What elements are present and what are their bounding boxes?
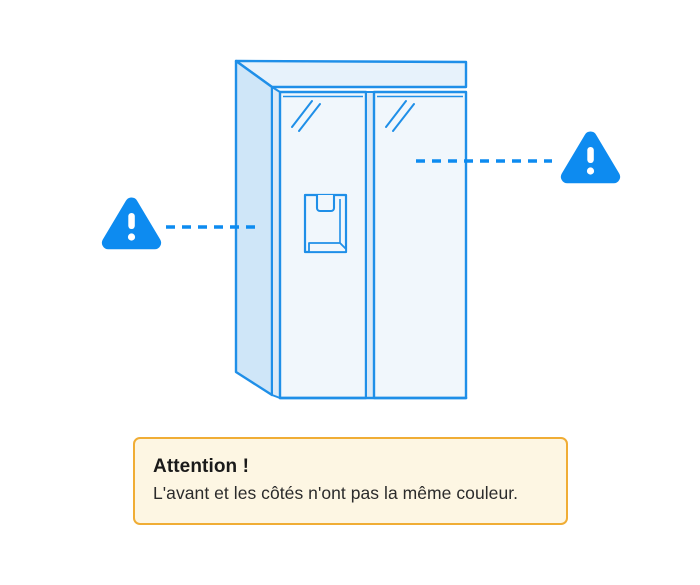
callout-message: L'avant et les côtés n'ont pas la même c…	[153, 482, 519, 503]
left-warning-triangle-icon[interactable]	[101, 197, 162, 250]
right-door-gloss-highlight	[385, 100, 415, 132]
water-dispenser	[303, 193, 348, 254]
warning-exclamation-dot	[586, 167, 595, 175]
dispenser-nozzle	[315, 195, 336, 213]
warning-exclamation-dot	[127, 233, 136, 241]
warning-exclamation-stem	[128, 213, 135, 229]
left-door-gloss-highlight	[291, 100, 321, 132]
dispenser-drip-tray	[308, 242, 347, 253]
fridge-top-panel	[234, 59, 468, 89]
attention-callout-box: Attention ! L'avant et les côtés n'ont p…	[133, 437, 568, 525]
right-warning-triangle-icon[interactable]	[560, 131, 621, 184]
warning-exclamation-stem	[587, 147, 594, 163]
callout-title: Attention !	[153, 456, 250, 477]
refrigerator-body	[234, 59, 468, 400]
fridge-right-door	[372, 90, 468, 400]
